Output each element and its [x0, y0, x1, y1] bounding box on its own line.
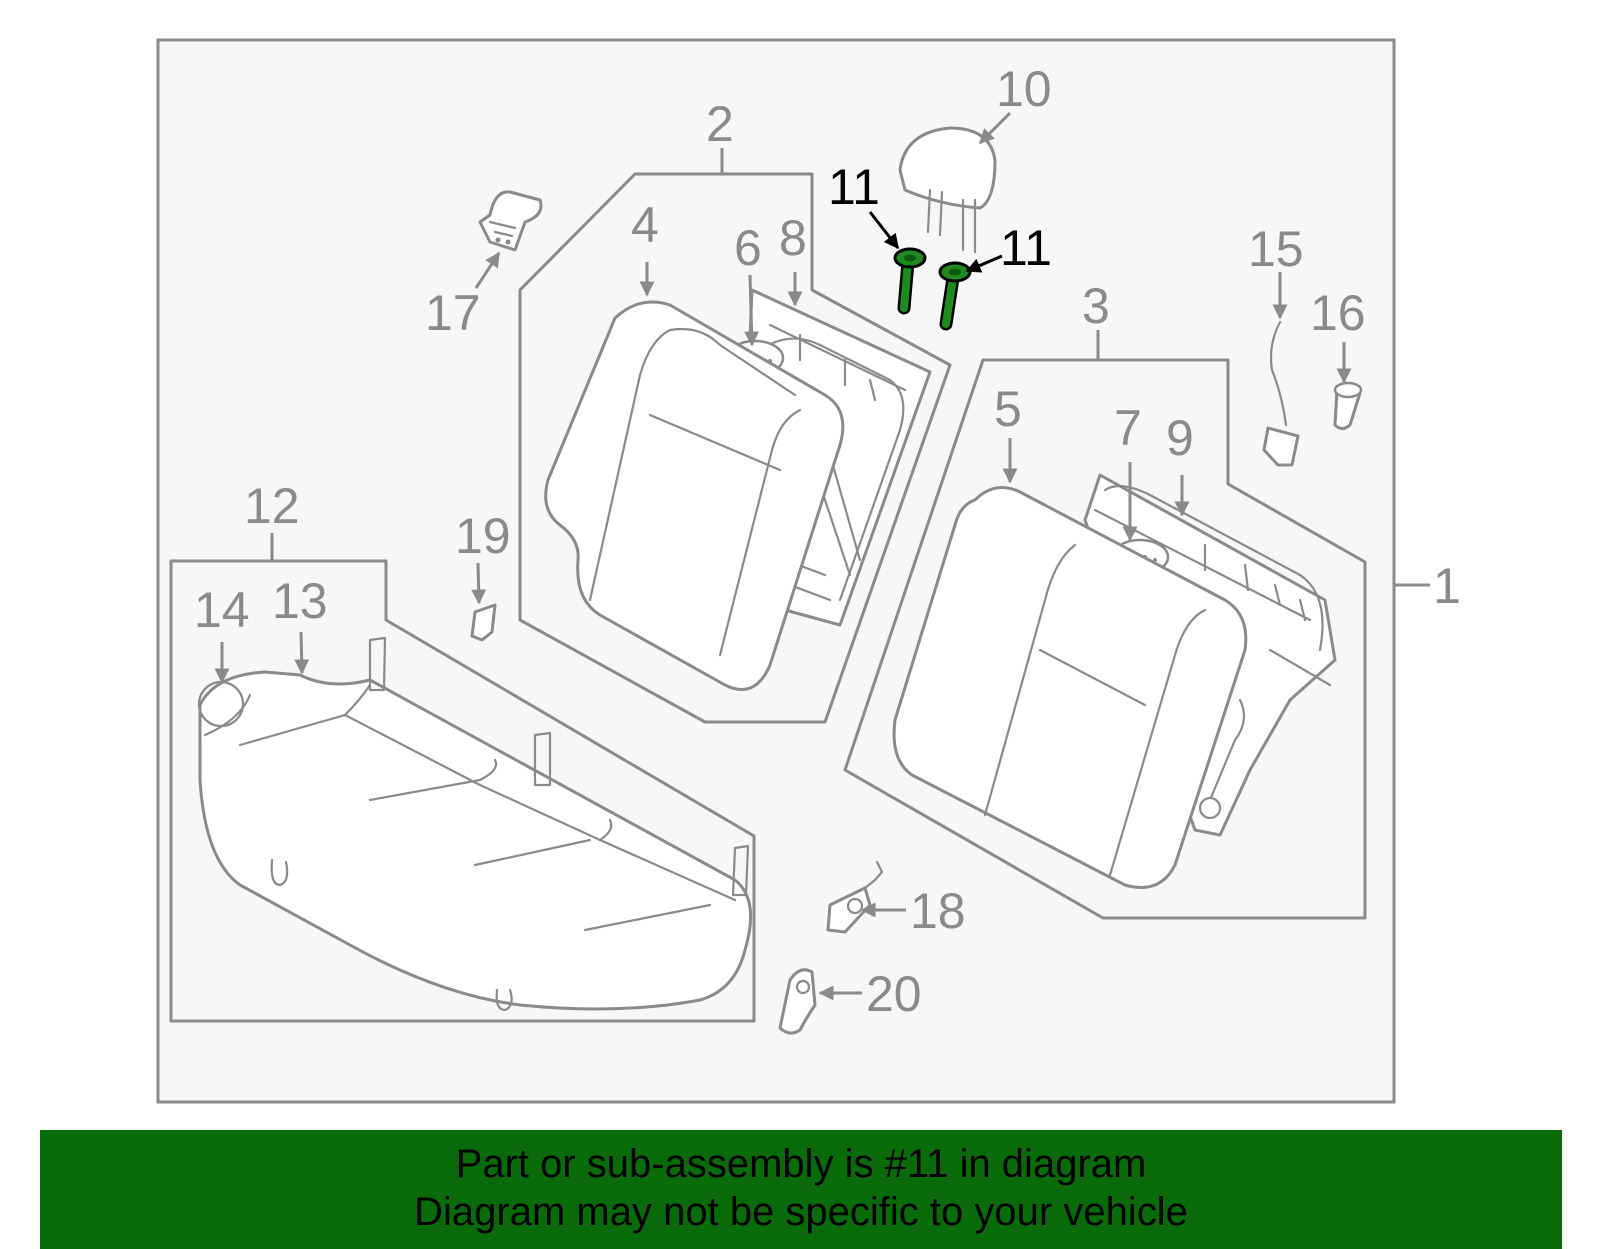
callout-12: 12 — [244, 478, 300, 534]
callout-4: 4 — [631, 197, 659, 253]
callout-2: 2 — [706, 96, 734, 152]
callout-19: 19 — [455, 508, 511, 564]
callout-15: 15 — [1248, 221, 1304, 277]
callout-20: 20 — [866, 966, 922, 1022]
seat-back-right-outline — [843, 358, 1367, 920]
bracket-17 — [478, 190, 543, 252]
callout-8: 8 — [779, 210, 807, 266]
seat-cushion-outline — [169, 559, 756, 1023]
seat-cushion — [197, 636, 753, 1012]
seat-parts-diagram: 1 2 3 4 5 6 7 8 9 10 11 11 12 13 14 15 1… — [156, 38, 1461, 1104]
banner-line-part: Part or sub-assembly is #11 in diagram — [455, 1142, 1147, 1186]
seat-back-cover-left — [544, 300, 845, 691]
callout-11-left: 11 — [828, 159, 880, 215]
callout-18: 18 — [910, 883, 966, 939]
bracket-19 — [470, 603, 497, 642]
callout-5: 5 — [994, 381, 1022, 437]
callout-14: 14 — [194, 582, 250, 638]
callout-7: 7 — [1114, 400, 1142, 456]
callout-17: 17 — [425, 285, 481, 341]
callout-9: 9 — [1166, 410, 1194, 466]
headrest-guide-right — [938, 261, 972, 331]
banner-line-disclaimer: Diagram may not be specific to your vehi… — [414, 1190, 1188, 1234]
trim-20 — [778, 968, 817, 1035]
callout-10: 10 — [996, 61, 1052, 117]
seat-back-cover-right — [892, 486, 1248, 889]
callout-3: 3 — [1082, 278, 1110, 334]
strap-18 — [826, 860, 884, 934]
part-info-banner: Part or sub-assembly is #11 in diagram D… — [40, 1130, 1562, 1249]
headrest-guide-left — [893, 247, 927, 315]
headrest — [898, 126, 997, 254]
callout-11-right: 11 — [1000, 220, 1052, 276]
cable-15 — [1262, 320, 1300, 467]
callout-13: 13 — [272, 573, 328, 629]
seat-back-left-outline — [518, 172, 952, 724]
callout-6: 6 — [734, 220, 762, 276]
callout-16: 16 — [1310, 285, 1366, 341]
clip-16 — [1333, 381, 1363, 430]
callout-1: 1 — [1433, 558, 1461, 614]
